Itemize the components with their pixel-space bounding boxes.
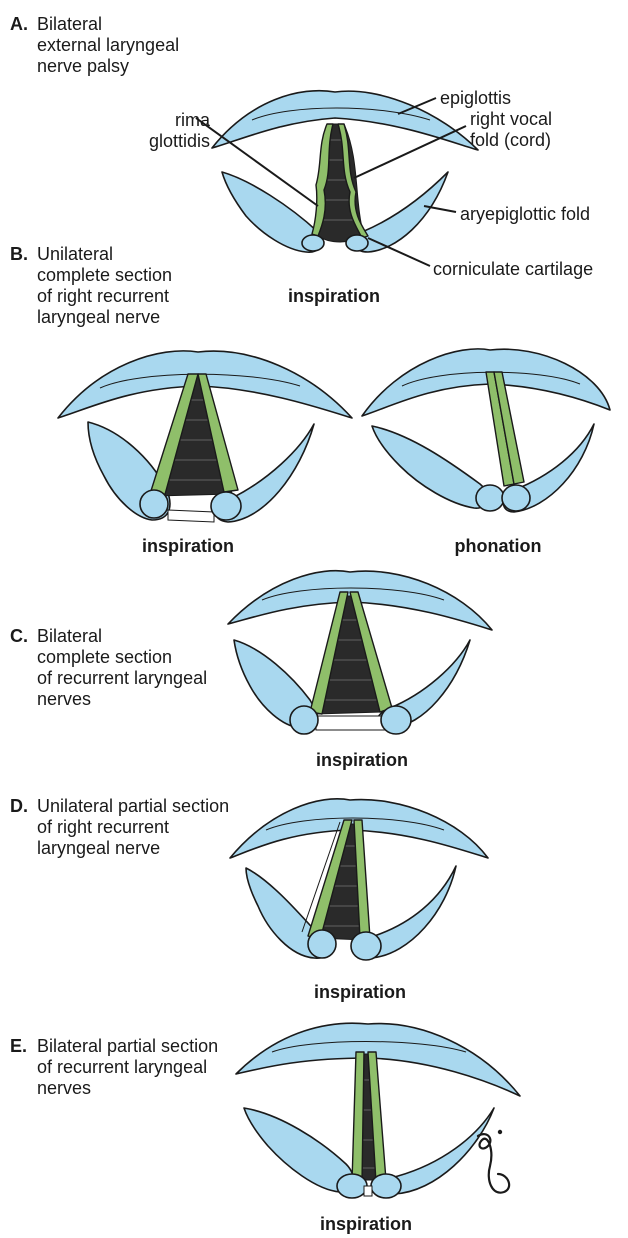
panel-c-caption: inspiration <box>302 750 422 771</box>
panel-b-inspiration-larynx <box>58 351 352 522</box>
left-corniculate <box>337 1174 367 1198</box>
left-corniculate <box>140 490 168 518</box>
panel-e-title: Bilateral partial section of recurrent l… <box>37 1036 218 1099</box>
panel-e-larynx <box>236 1023 520 1198</box>
right-corniculate <box>346 235 368 251</box>
panel-c-letter: C. <box>10 626 28 647</box>
right-corniculate <box>351 932 381 960</box>
panel-d-larynx <box>230 799 488 960</box>
right-corniculate <box>211 492 241 520</box>
right-corniculate <box>502 485 530 511</box>
left-corniculate <box>476 485 504 511</box>
panel-b-caption-phonation: phonation <box>438 536 558 557</box>
panel-e-letter: E. <box>10 1036 27 1057</box>
epiglottis-shape <box>362 349 610 416</box>
right-corniculate <box>381 706 411 734</box>
left-corniculate <box>290 706 318 734</box>
panel-c-larynx <box>228 571 492 734</box>
panel-b-phonation-larynx <box>362 349 610 512</box>
vocal-fold-leader <box>354 126 466 178</box>
panel-d-title: Unilateral partial section of right recu… <box>37 796 229 859</box>
corniculate-leader <box>368 238 430 266</box>
left-aryepiglottic-fold <box>372 426 487 508</box>
panel-c-title: Bilateral complete section of recurrent … <box>37 626 207 710</box>
artist-signature-icon <box>478 1130 509 1193</box>
panel-d-caption: inspiration <box>300 982 420 1003</box>
panel-b-title: Unilateral complete section of right rec… <box>37 244 172 328</box>
panel-a-larynx <box>196 91 478 266</box>
right-aryepiglottic-fold <box>354 172 448 252</box>
panel-b-caption-inspiration: inspiration <box>128 536 248 557</box>
right-corniculate <box>371 1174 401 1198</box>
left-corniculate <box>308 930 336 958</box>
left-corniculate <box>302 235 324 251</box>
panel-b-letter: B. <box>10 244 28 265</box>
left-vocal-fold <box>352 1052 364 1182</box>
panel-d-letter: D. <box>10 796 28 817</box>
left-aryepiglottic-fold <box>244 1108 354 1192</box>
panel-e-caption: inspiration <box>306 1214 426 1235</box>
